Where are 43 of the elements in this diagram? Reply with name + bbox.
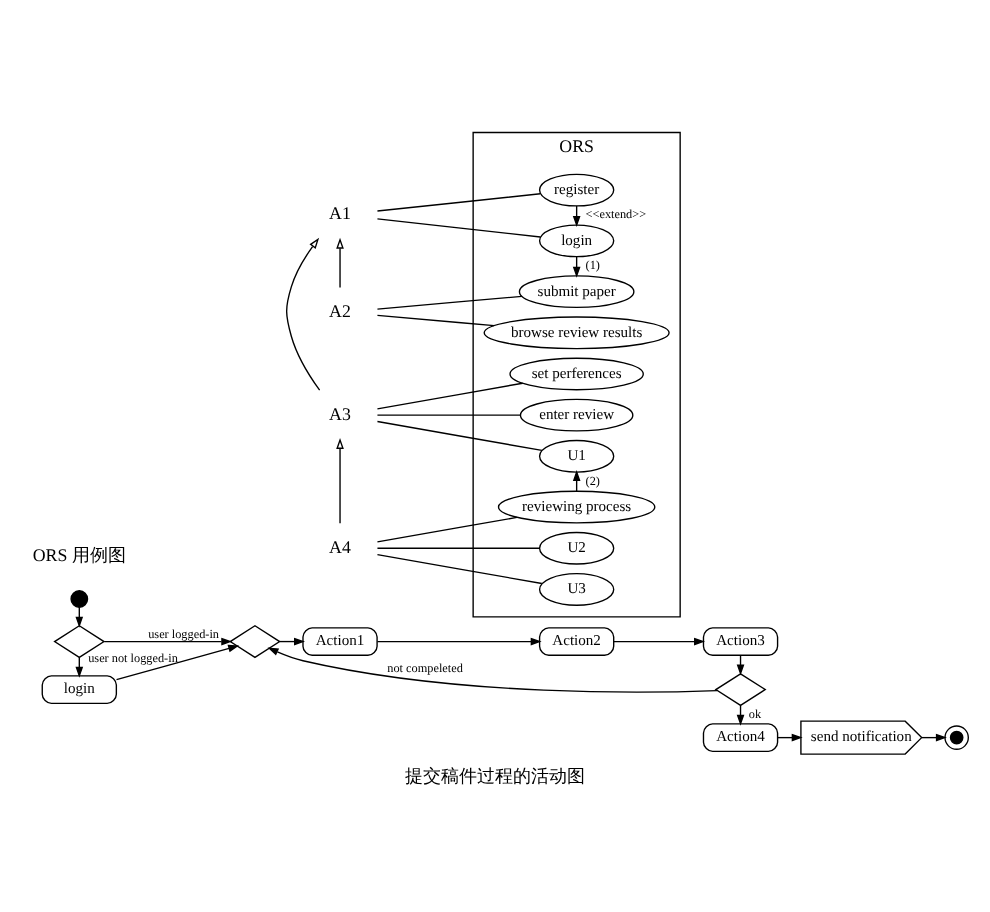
node-box: login (41, 674, 118, 703)
node-ellipse: login (538, 223, 615, 257)
node-box: Action4 (702, 722, 779, 752)
connector (376, 313, 495, 326)
arrow (115, 643, 240, 680)
node-text: A3 (329, 402, 351, 423)
node-text: A1 (329, 202, 351, 223)
caption: 提交稿件过程的活动图 (405, 765, 585, 786)
connector (376, 552, 543, 584)
node-box: Action3 (702, 626, 779, 655)
node-box: Action2 (538, 626, 615, 655)
node-diamond (53, 623, 106, 658)
node-circle (944, 724, 969, 749)
node-text: A2 (329, 299, 351, 320)
arrow (336, 437, 344, 523)
arrow (103, 636, 233, 645)
node-text: A4 (329, 535, 351, 556)
arrow (376, 636, 542, 645)
arrow (267, 646, 718, 692)
connector (376, 419, 543, 451)
node-box: Action1 (302, 626, 378, 655)
node-diamond (714, 672, 767, 706)
node-ellipse: browse review results (483, 315, 670, 349)
node-ellipse: U2 (538, 530, 615, 564)
node-ellipse: register (538, 172, 615, 206)
label: ORS 用例图 (32, 544, 126, 565)
node-circle (70, 589, 89, 607)
connector (376, 515, 518, 542)
node-ellipse: enter review (519, 397, 634, 431)
connector (376, 413, 521, 415)
arrow (613, 636, 706, 645)
arrow (336, 236, 344, 288)
node-ellipse: U1 (538, 438, 615, 472)
arrow (285, 236, 321, 390)
connector (376, 381, 524, 409)
connector (376, 546, 541, 548)
node-ellipse: submit paper (518, 274, 635, 308)
connector (376, 217, 542, 237)
connector (376, 192, 542, 211)
node-ellipse: U3 (538, 571, 615, 605)
node-ellipse: reviewing process (497, 489, 656, 523)
node-ellipse: set perferences (509, 356, 644, 390)
connector (376, 294, 523, 309)
